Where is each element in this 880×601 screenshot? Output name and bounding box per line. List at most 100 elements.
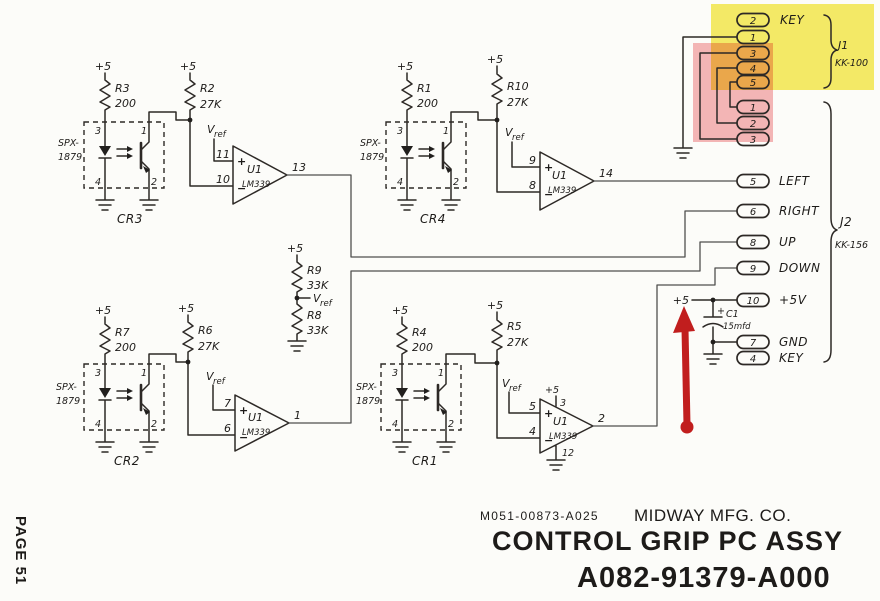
opamp-part: LM339 <box>548 186 576 196</box>
r1-value: 200 <box>417 97 438 110</box>
signal-label: KEY <box>779 351 804 365</box>
r4-value: 200 <box>412 341 433 354</box>
vref-label: V <box>505 126 514 139</box>
assembly-number: A082-91379-A000 <box>577 562 831 594</box>
cap-polarity-plus: + <box>717 306 725 317</box>
opamp-pin-out: 1 <box>294 409 301 422</box>
opamp-part: LM339 <box>242 180 270 190</box>
opamp-plus-sign: + <box>239 404 248 417</box>
r5-value: 27K <box>507 336 529 349</box>
opamp-minus-sign: − <box>544 434 553 447</box>
r7-value: 200 <box>115 341 136 354</box>
pin-shape <box>736 203 770 219</box>
opto-pin-collector: 1 <box>141 368 147 379</box>
r8-ref: R8 <box>307 309 322 322</box>
opto-pin-anode: 3 <box>397 126 403 137</box>
r10-value: 27K <box>507 96 529 109</box>
j1-pin: 4 <box>736 60 770 76</box>
pin-shape <box>736 131 770 147</box>
cr3-designator: CR3 <box>117 212 143 226</box>
pin-number: 2 <box>750 119 756 130</box>
opto-pin-anode: 3 <box>95 126 101 137</box>
opto-pin-anode: 3 <box>392 368 398 379</box>
opamp-pin-out: 14 <box>599 167 613 180</box>
r6-ref: R6 <box>198 324 213 337</box>
opamp-pin-plus: 11 <box>216 148 230 161</box>
opamp-gnd-pin: 12 <box>562 448 574 459</box>
pin-shape <box>736 260 770 276</box>
junction-dot <box>494 360 500 366</box>
net-up <box>288 241 738 424</box>
vref-sub: ref <box>214 130 228 140</box>
j1-brace <box>823 14 838 89</box>
opamp-plus-sign: + <box>237 155 246 168</box>
pin-number: 1 <box>750 33 756 44</box>
opamp-plus-sign: + <box>544 161 553 174</box>
circuit-block-cr2: +5 R7 200 +5 R6 27K SPX- 1879 3 4 1 2 CR… <box>56 302 301 468</box>
pin-number: 10 <box>747 296 760 307</box>
vref-divider: +5 R9 33K V ref R8 33K <box>287 242 334 352</box>
pin-shape <box>736 60 770 76</box>
junction-dot <box>710 297 716 303</box>
arrow-head <box>673 306 695 333</box>
highlight-pink <box>693 43 773 142</box>
cr2-designator: CR2 <box>114 454 140 468</box>
j2-pin: 2 <box>736 115 770 131</box>
j1-designator: J1 <box>836 39 848 52</box>
pin-number: 9 <box>750 264 756 275</box>
r8-value: 33K <box>307 324 329 337</box>
opamp-pin-plus: 9 <box>529 154 536 167</box>
plus5-label: +5 <box>392 304 408 317</box>
opto-pin-collector: 1 <box>141 126 147 137</box>
cr3-opto-box <box>83 121 165 189</box>
r9-ref: R9 <box>307 264 322 277</box>
j2-pin: 1 <box>736 99 770 115</box>
vref-sub: ref <box>320 299 334 309</box>
opto-pin-emitter: 2 <box>448 419 454 430</box>
cr2-opto-box <box>83 363 165 431</box>
r6-value: 27K <box>198 340 220 353</box>
opto-pin-cathode: 4 <box>95 419 101 430</box>
r7-ref: R7 <box>115 326 130 339</box>
signal-label: UP <box>779 235 796 249</box>
pin-shape <box>736 115 770 131</box>
opto-part-line2: 1879 <box>56 396 80 407</box>
r10-ref: R10 <box>507 80 529 93</box>
pin-number: 7 <box>750 338 757 349</box>
j2-brace <box>823 101 838 363</box>
opamp-ref: U1 <box>247 163 262 176</box>
r2-ref: R2 <box>200 82 215 95</box>
j1-wires <box>673 36 738 159</box>
plus5-label: +5 <box>487 299 503 312</box>
plus5-label: +5 <box>397 60 413 73</box>
opamp-plus-sign: + <box>544 407 553 420</box>
title-block: M051-00873-A025 MIDWAY MFG. CO. CONTROL … <box>480 506 843 594</box>
opto-part-line1: SPX- <box>356 382 377 393</box>
signal-label: +5V <box>779 293 807 307</box>
opamp-pin-minus: 8 <box>529 179 536 192</box>
r3-value: 200 <box>115 97 136 110</box>
cr4-wires <box>397 65 595 211</box>
j2-pin-key: 4 KEY <box>736 350 804 366</box>
junction-dot <box>185 359 191 365</box>
j2-pin-down: 9 DOWN <box>736 260 820 276</box>
j1-pin: 5 <box>736 74 770 90</box>
cr1-designator: CR1 <box>412 454 438 468</box>
connector-j1: 2 KEY 1 3 4 5 J1 KK-100 <box>673 12 868 159</box>
cap-ref: C1 <box>726 309 739 320</box>
vref-label: V <box>313 292 322 305</box>
opamp-ref: U1 <box>552 169 567 182</box>
assembly-title: CONTROL GRIP PC ASSY <box>492 526 843 556</box>
j2-pin-left: 5 LEFT <box>736 173 810 189</box>
plus5-label: +5 <box>287 242 303 255</box>
vref-label: V <box>502 377 511 390</box>
j2-pin-power: 10 +5V <box>736 292 807 308</box>
junction-dot <box>494 117 500 123</box>
plus5-label: +5 <box>673 294 689 307</box>
cr3-led-and-arrows <box>99 146 150 173</box>
pin-number: 6 <box>750 207 756 218</box>
pin-number: 4 <box>750 64 756 75</box>
cr3-wires <box>95 72 288 211</box>
pin-number: 8 <box>750 238 756 249</box>
